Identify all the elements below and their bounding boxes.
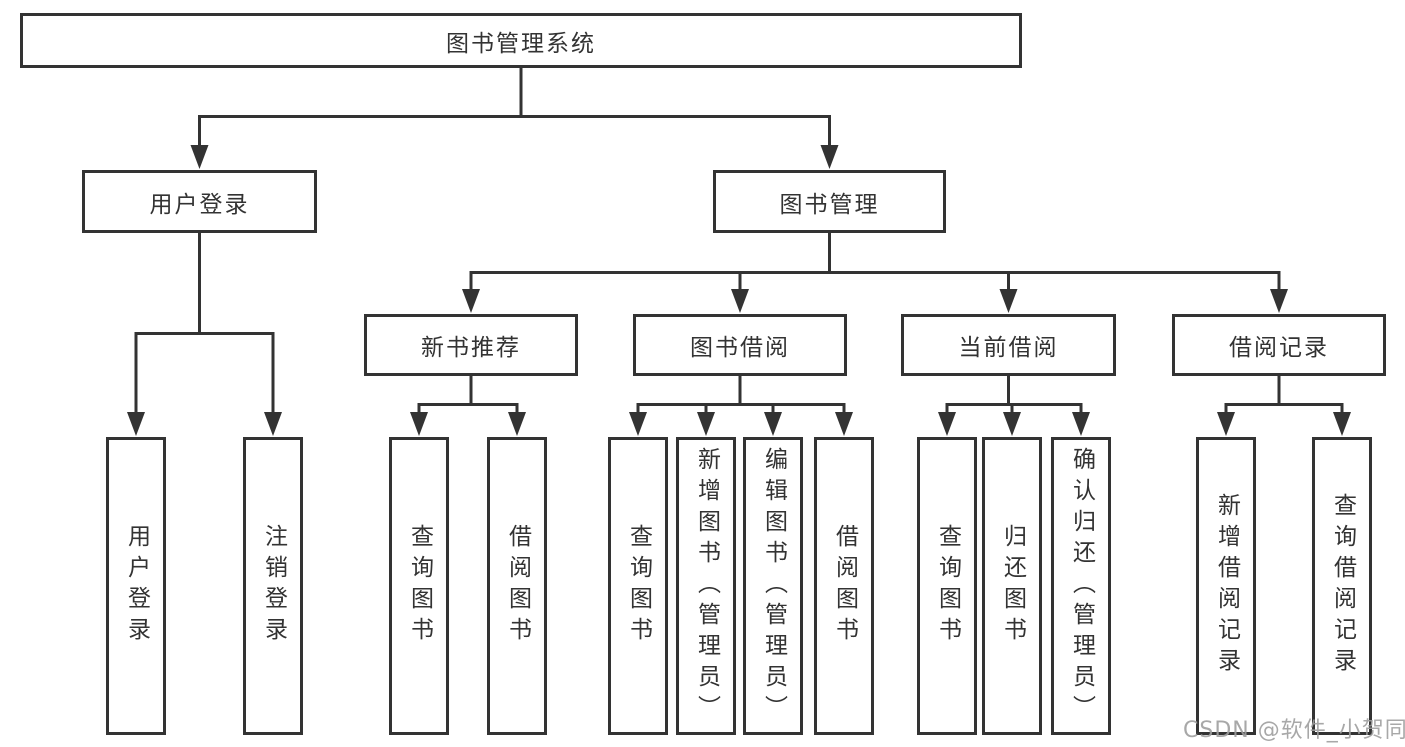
node-label: 当前借阅 (958, 335, 1059, 361)
leaf-borrow-add-books-admin: 新增图书（管理员） (676, 437, 736, 735)
node-label: 归还图书 (999, 524, 1026, 648)
csdn-watermark: CSDN @软件_小贺同学 (1183, 718, 1405, 743)
node-label: 确认归还（管理员） (1068, 446, 1095, 726)
node-label: 查询图书 (406, 524, 433, 648)
node-label: 用户登录 (123, 524, 150, 648)
node-label: 图书管理 (779, 191, 880, 218)
node-library-management-system: 图书管理系统 (20, 13, 1022, 68)
leaf-borrow-borrow-books: 借阅图书 (814, 437, 874, 735)
leaf-records-query-record: 查询借阅记录 (1312, 437, 1372, 735)
leaf-current-confirm-return-admin: 确认归还（管理员） (1051, 437, 1111, 735)
node-label: 注销登录 (260, 524, 287, 648)
connector-borrow-records-to-leaves (1217, 376, 1351, 436)
leaf-records-add-record: 新增借阅记录 (1196, 437, 1256, 735)
leaf-current-query-books: 查询图书 (917, 437, 977, 735)
node-user-login: 用户登录 (82, 170, 317, 233)
leaf-recommend-query-books: 查询图书 (389, 437, 449, 735)
connector-current-borrow-to-leaves (938, 376, 1090, 436)
node-book-borrow: 图书借阅 (633, 314, 847, 376)
node-label: 编辑图书（管理员） (760, 446, 787, 726)
leaf-current-return-books: 归还图书 (982, 437, 1042, 735)
node-label: 用户登录 (149, 191, 250, 218)
node-label: 借阅图书 (504, 524, 531, 648)
leaf-user-login: 用户登录 (106, 437, 166, 735)
node-label: 查询图书 (934, 524, 961, 648)
node-label: 新书推荐 (421, 335, 521, 361)
connector-new-book-recommend-to-leaves (410, 376, 526, 436)
connector-book-management-to-level3 (462, 233, 1288, 313)
node-label: 借阅图书 (831, 524, 858, 648)
node-current-borrow: 当前借阅 (901, 314, 1116, 376)
node-new-book-recommend: 新书推荐 (364, 314, 578, 376)
leaf-borrow-query-books: 查询图书 (608, 437, 668, 735)
node-label: 新增借阅记录 (1213, 493, 1240, 679)
node-label: 查询图书 (625, 524, 652, 648)
node-label: 图书借阅 (690, 335, 790, 361)
connector-book-borrow-to-leaves (629, 376, 853, 436)
node-label: 图书管理系统 (446, 30, 596, 57)
node-label: 新增图书（管理员） (693, 446, 720, 726)
node-book-management: 图书管理 (713, 170, 946, 233)
leaf-logout: 注销登录 (243, 437, 303, 735)
node-label: 查询借阅记录 (1329, 493, 1356, 679)
connector-root-to-level2 (190, 68, 839, 169)
connector-user-login-to-leaves (127, 233, 282, 436)
node-label: 借阅记录 (1229, 335, 1329, 361)
node-borrow-records: 借阅记录 (1172, 314, 1386, 376)
leaf-recommend-borrow-books: 借阅图书 (487, 437, 547, 735)
leaf-borrow-edit-books-admin: 编辑图书（管理员） (743, 437, 803, 735)
